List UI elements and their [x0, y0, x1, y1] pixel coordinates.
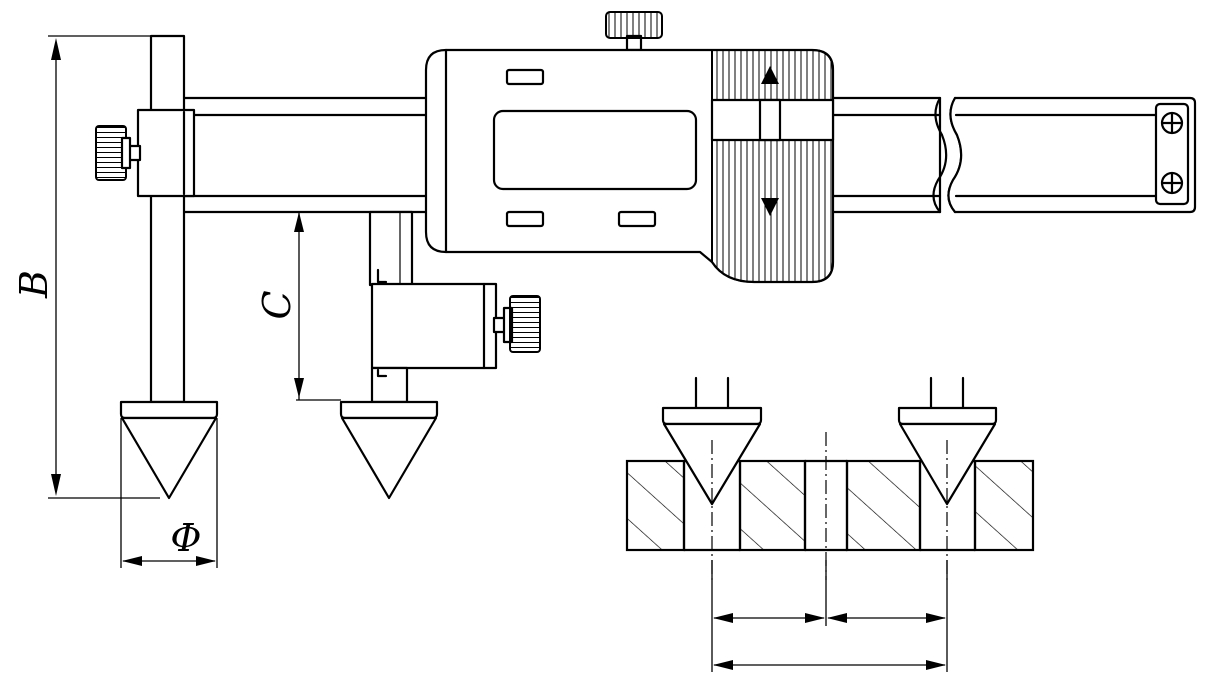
main-beam [181, 96, 1197, 214]
label-c: C [255, 290, 299, 319]
button-slot [505, 210, 545, 228]
center-depth-slider [339, 210, 541, 500]
display-window [492, 109, 698, 191]
arrow-up-icon [761, 66, 779, 84]
knurled-knob-icon [95, 125, 142, 181]
button-slot [617, 210, 657, 228]
dimension-c: C [255, 212, 341, 401]
probe-right [897, 376, 998, 506]
cone-tip-icon [119, 400, 219, 500]
dimension-b: B [12, 35, 160, 499]
label-phi: Φ [170, 516, 201, 560]
left-depth-rod [95, 34, 219, 500]
screw-head-icon [1160, 111, 1184, 135]
arrow-down-icon [761, 198, 779, 216]
workpiece-section [625, 432, 1035, 580]
label-b: B [12, 270, 56, 299]
caliper-head [424, 11, 835, 284]
cone-tip-icon [339, 400, 439, 500]
screw-head-icon [1160, 171, 1184, 195]
knurled-knob-icon [605, 11, 663, 52]
hole-spacing-dimensions [711, 560, 948, 672]
button-slot [505, 68, 545, 86]
probe-left [661, 376, 763, 506]
knurled-knob-icon [492, 295, 541, 353]
dimension-phi: Φ [120, 418, 218, 568]
